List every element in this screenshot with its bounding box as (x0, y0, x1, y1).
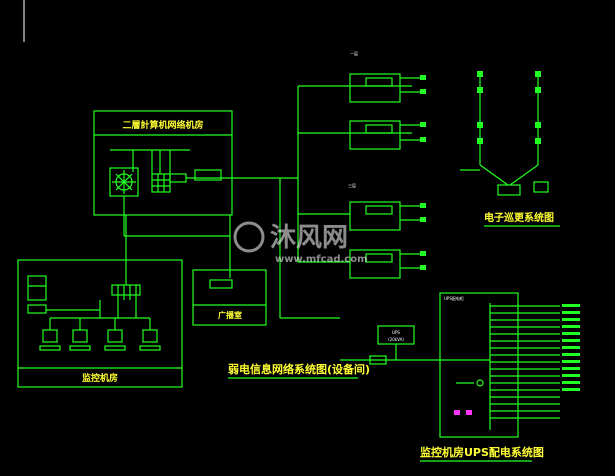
distribution-box-2 (349, 120, 426, 150)
ups-panel-title: UPS配电柜 (444, 295, 464, 301)
distribution-box-4 (349, 249, 426, 279)
weak-current-title: 弱电信息网络系统图(设备间) (228, 362, 370, 376)
elevator-system (460, 71, 549, 196)
distribution-box-1: 一层 (349, 50, 426, 103)
watermark-name: 沐风网 (270, 223, 348, 253)
broadcast-room-block: 广播室 (192, 269, 267, 326)
monitor-room-title: 监控机房 (82, 372, 118, 384)
distribution-box-3: 三层 (348, 182, 426, 231)
ups-feeder-lines (490, 305, 560, 419)
monitor-room-block: 监控机房 (17, 259, 183, 388)
ups-feeder-tags (562, 304, 580, 391)
computer-room-title: 二層計算机网络机房 (122, 119, 203, 131)
ups-system-title: 监控机房UPS配电系统图 (420, 445, 544, 459)
ups-panel: UPS配电柜 (439, 292, 580, 438)
trunk-lines (123, 85, 350, 319)
elevator-system-title: 电子巡更系统图 (484, 211, 554, 224)
ups-box: UPS (20kVA) (340, 325, 448, 365)
ground-symbols (454, 410, 472, 415)
watermark-logo-icon (233, 221, 265, 253)
watermark-url: www.mfcad.com (275, 254, 368, 265)
svg-text:一层: 一层 (350, 50, 358, 56)
computer-room-block: 二層計算机网络机房 (93, 110, 233, 216)
watermark: 沐风网 www.mfcad.com (233, 221, 368, 265)
broadcast-room-title: 广播室 (218, 310, 242, 320)
ups-box-label: UPS (392, 330, 400, 335)
ups-rating-label: (20kVA) (388, 337, 404, 342)
svg-text:三层: 三层 (348, 182, 356, 188)
